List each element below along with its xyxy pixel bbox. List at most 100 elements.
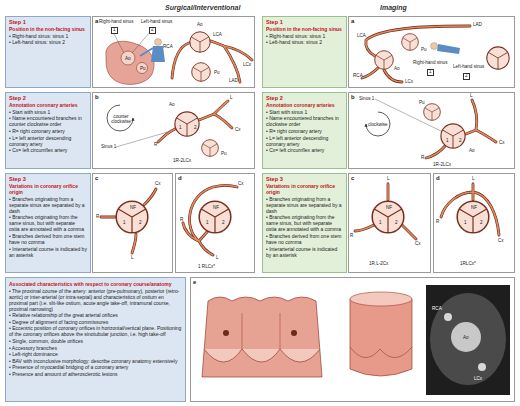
anatomy-label: LCA [213, 33, 222, 38]
bullet-text: • Cx= left circumflex artery [266, 147, 343, 153]
step-box: Step 3Variations in coronary orifice ori… [262, 173, 347, 273]
anatomy-label: R [350, 234, 353, 239]
anatomy-label: L [216, 256, 219, 261]
panel-letter: c [95, 175, 98, 181]
anatomy-label: Ao [169, 103, 175, 108]
figure-panel: aLCARCAAoPuLCxLADRight-hand sinusLeft-ha… [348, 16, 515, 88]
anatomy-label: Ao [469, 149, 475, 154]
step-box: Step 1Position in the non-facing sinus• … [5, 16, 91, 88]
bullet-text: • Presence of myocardial bridging of a c… [9, 364, 182, 370]
figure-panel: dLNF12RCx1RLCx* [433, 173, 515, 273]
step-heading: Step 3 [266, 176, 343, 183]
anatomy-label: LCx [474, 377, 482, 382]
bullet-text: • The proximal course of the artery: ant… [9, 288, 182, 312]
anatomy-label: 1 [123, 221, 126, 226]
step-heading: Step 1 [266, 19, 343, 26]
anatomy-label: LCx [243, 63, 251, 68]
anatomy-label: RCA [353, 74, 363, 79]
bullet-text: • R= right coronary artery [9, 128, 87, 134]
anatomy-label: LAD [229, 79, 238, 84]
figure-panel: cLNF12RCx1R,L-2Cx [348, 173, 431, 273]
figure-panel: dCxRNF12L1 RLCx* [175, 173, 255, 273]
step-heading: Step 1 [9, 19, 87, 26]
anatomy-label: Pu [421, 48, 427, 53]
anatomy-label: 1 [379, 221, 382, 226]
bullet-text: • Left-hand sinus: sinus 2 [266, 39, 343, 45]
anatomy-label: R [154, 143, 157, 148]
bullet-text: • Cx= left circumflex artery [9, 147, 87, 153]
anatomy-label: 1 [446, 139, 449, 144]
panel-letter: d [436, 175, 440, 181]
step-box: Step 3Variations in coronary orifice ori… [5, 173, 91, 273]
anatomy-label: Cx [415, 242, 421, 247]
step-title: Variations in coronary orifice origin [9, 183, 87, 195]
anatomy-label: LCx [405, 80, 413, 85]
bullet-text: • L= left anterior descending coronary a… [9, 135, 87, 147]
anatomy-label: 1 RLCx* [198, 265, 215, 270]
step-heading: Step 3 [9, 176, 87, 183]
anatomy-label: clockwise [368, 123, 388, 128]
anatomy-label: NF [386, 206, 392, 211]
anatomy-label: RCA [163, 45, 173, 50]
bullet-text: • Accessory branches [9, 345, 182, 351]
anatomy-label: Right-hand sinus [413, 61, 447, 66]
bullet-text: • Interarterial course is indicated by a… [266, 246, 343, 258]
panel-letter: d [178, 175, 182, 181]
anatomy-label: L [230, 96, 233, 101]
figure-panel: bcounter clockwiseSinus 1AoPuRLCx121R-2L… [92, 92, 255, 169]
anatomy-label: 1 [179, 126, 182, 131]
anatomy-label: 2 [149, 27, 156, 34]
bullet-text: • Right-hand sinus: sinus 1 [9, 33, 87, 39]
bullet-text: • R= right coronary artery [266, 128, 343, 134]
anatomy-label: Cx [499, 141, 505, 146]
anatomy-label: RCA [432, 307, 442, 312]
figure-panel: cCxRNF12L [92, 173, 173, 273]
bullet-text: • Branches originating from a separate s… [9, 196, 87, 214]
anatomy-label: 2 [222, 221, 225, 226]
bullet-text: • Branches originating from the same sin… [9, 214, 87, 232]
anatomy-label: 1 [111, 27, 118, 34]
anatomy-label: L [470, 94, 473, 99]
bullet-text: • Start with sinus 1 [266, 109, 343, 115]
anatomy-label: Cx [498, 239, 504, 244]
anatomy-label: 1RLCx* [460, 262, 476, 267]
box-title: Associated characteristics with respect … [9, 281, 182, 287]
anatomy-label: Ao [463, 336, 469, 341]
bullet-text: • Left-hand sinus: sinus 2 [9, 39, 87, 45]
anatomy-label: Cx [155, 182, 161, 187]
anatomy-label: Cx [238, 182, 244, 187]
bullet-text: • Branches originating from the same sin… [266, 214, 343, 232]
bullet-text: • Branches derived from one stem have no… [9, 233, 87, 245]
anatomy-label: R [180, 218, 183, 223]
bullet-text: • BAV with inconclusive morphology: desc… [9, 358, 182, 364]
anatomy-label: Ao [394, 67, 400, 72]
step-title: Annotation coronary arteries [9, 102, 87, 108]
step-box: Step 1Position in the non-facing sinus• … [262, 16, 347, 88]
panel-letter: e [193, 279, 196, 285]
anatomy-label: R [436, 220, 439, 225]
anatomy-label: 2 [139, 221, 142, 226]
anatomy-label: Ao [125, 57, 131, 62]
bullet-text: • Branches originating from a separate s… [266, 196, 343, 214]
anatomy-label: Pu [419, 101, 425, 106]
anatomy-label: 2 [459, 139, 462, 144]
bullet-text: • L= left anterior descending coronary a… [266, 135, 343, 147]
anatomy-label: R [96, 215, 99, 220]
anatomy-label: LAD [473, 23, 482, 28]
anatomy-label: L [387, 177, 390, 182]
anatomy-label: Right-hand sinus [99, 20, 133, 25]
bullet-text: • Left-right dominance [9, 351, 182, 357]
column-header: Imaging [380, 4, 407, 11]
bullet-text: • Name encountered branches in counter c… [9, 115, 87, 127]
bullet-text: • Branches derived from one stem have no… [266, 233, 343, 245]
bullet-text: • Start with sinus 1 [9, 109, 87, 115]
panel-letter: b [95, 94, 99, 100]
bullet-text: • Single, common, double orifices [9, 338, 182, 344]
anatomy-label: R [421, 156, 424, 161]
anatomy-label: Ao [197, 23, 203, 28]
figure-panel: eRCA AoLCx [190, 277, 515, 402]
anatomy-label: 2 [395, 221, 398, 226]
bullet-text: • Name encountered branches in clockwise… [266, 115, 343, 127]
anatomy-label: Left-hand sinus [141, 20, 172, 25]
